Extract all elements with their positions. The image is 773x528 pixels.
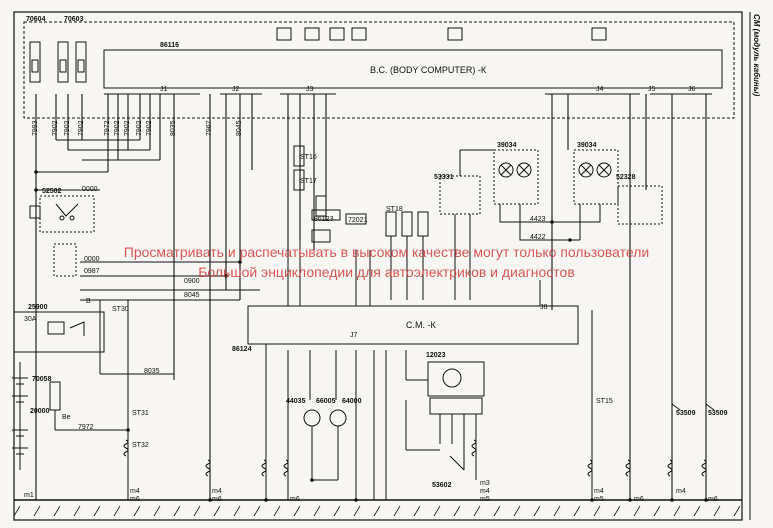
ground-label: m4 <box>594 488 604 495</box>
component-label: 25900 <box>28 304 48 311</box>
connector-label: J8 <box>540 304 548 311</box>
connector-label: J6 <box>688 86 696 93</box>
component-label: 70604 <box>26 16 46 23</box>
wire-code: 8045 <box>184 292 200 299</box>
component-label: 53602 <box>432 482 452 489</box>
wire-code: 7902 <box>146 120 153 136</box>
component-label: 53331 <box>434 174 454 181</box>
connector-label: J1 <box>160 86 168 93</box>
connector-label: J5 <box>648 86 656 93</box>
watermark-line-2: Большой энциклопедии для автоэлектриков … <box>198 264 575 280</box>
component-label: 20000 <box>30 408 50 415</box>
ground-label: m6 <box>708 496 718 503</box>
wire-code: 4422 <box>530 234 546 241</box>
fuse-label: ST31 <box>132 410 149 417</box>
fuse-label: ST15 <box>596 398 613 405</box>
body-computer-title: B.C. (BODY COMPUTER) -К <box>370 65 487 75</box>
fuse-label: ST18 <box>386 206 403 213</box>
ground-label: m5 <box>594 496 604 503</box>
ground-label: m4 <box>676 488 686 495</box>
wire-code: 8035 <box>170 120 177 136</box>
relay-code: 30A <box>24 316 37 323</box>
component-label: 39034 <box>497 142 517 149</box>
ground-label: m6 <box>634 496 644 503</box>
wire-code: 7967 <box>206 120 213 136</box>
watermark-line-1: Просматривать и распечатывать в высоком … <box>123 244 650 260</box>
wire-code: 8035 <box>144 368 160 375</box>
ground-label: m4 <box>480 488 490 495</box>
fuse-label: ST16 <box>300 154 317 161</box>
cabin-module-code: 86124 <box>232 346 252 353</box>
fuse-label: ST32 <box>132 442 149 449</box>
ground-label: m6 <box>290 496 300 503</box>
connector-label: J3 <box>306 86 314 93</box>
wire-code: 7993 <box>32 120 39 136</box>
component-label: 39034 <box>577 142 597 149</box>
body-computer-box <box>103 49 723 89</box>
cabin-module-box <box>247 305 579 345</box>
wire-code: 7902 <box>114 120 121 136</box>
wire-code: 7902 <box>64 120 71 136</box>
component-label: 70603 <box>64 16 84 23</box>
ground-label: m3 <box>480 480 490 487</box>
connector-label: J7 <box>350 332 358 339</box>
ground-label: m6 <box>212 496 222 503</box>
diagram-frame <box>13 11 743 521</box>
component-label: 66005 <box>316 398 336 405</box>
component-label: 72021 <box>348 217 368 224</box>
wire-code: 0000 <box>84 256 100 263</box>
component-label: 52328 <box>616 174 636 181</box>
wire-code: 8045 <box>236 120 243 136</box>
ground-label: m5 <box>480 496 490 503</box>
wire-code: 0000 <box>82 186 98 193</box>
component-label: 44035 <box>286 398 306 405</box>
wire-code: 4423 <box>530 216 546 223</box>
wire-code: 7902 <box>124 120 131 136</box>
wire-code: 0900 <box>184 278 200 285</box>
component-label: 53509 <box>676 410 696 417</box>
ground-label: m4 <box>212 488 222 495</box>
wire-code: 0987 <box>84 268 100 275</box>
component-label: 64000 <box>342 398 362 405</box>
component-label: 52502 <box>42 188 62 195</box>
ground-label: m6 <box>130 496 140 503</box>
wire-code: 7902 <box>52 120 59 136</box>
wire-code: 7972 <box>78 424 94 431</box>
component-label: 53509 <box>708 410 728 417</box>
wire-code: 7972 <box>104 120 111 136</box>
component-label: 70058 <box>32 376 52 383</box>
wire-code: 7902 <box>136 120 143 136</box>
connector-label: J2 <box>232 86 240 93</box>
cabin-module-title: C.M. -К <box>406 320 436 330</box>
fuse-label: ST17 <box>300 178 317 185</box>
body-computer-code: 86116 <box>160 42 180 49</box>
ground-label: m4 <box>130 488 140 495</box>
component-label: 12023 <box>426 352 446 359</box>
sidebar-title: CM (модуль кабины) <box>752 14 761 97</box>
ground-label: m1 <box>24 492 34 499</box>
relay-code: B <box>86 298 91 305</box>
connector-label: J4 <box>596 86 604 93</box>
relay-code: Be <box>62 414 71 421</box>
component-label: 86123 <box>314 216 334 223</box>
body-computer-frame <box>23 21 735 119</box>
fuse-label: ST30 <box>112 306 129 313</box>
wire-code: 7902 <box>78 120 85 136</box>
